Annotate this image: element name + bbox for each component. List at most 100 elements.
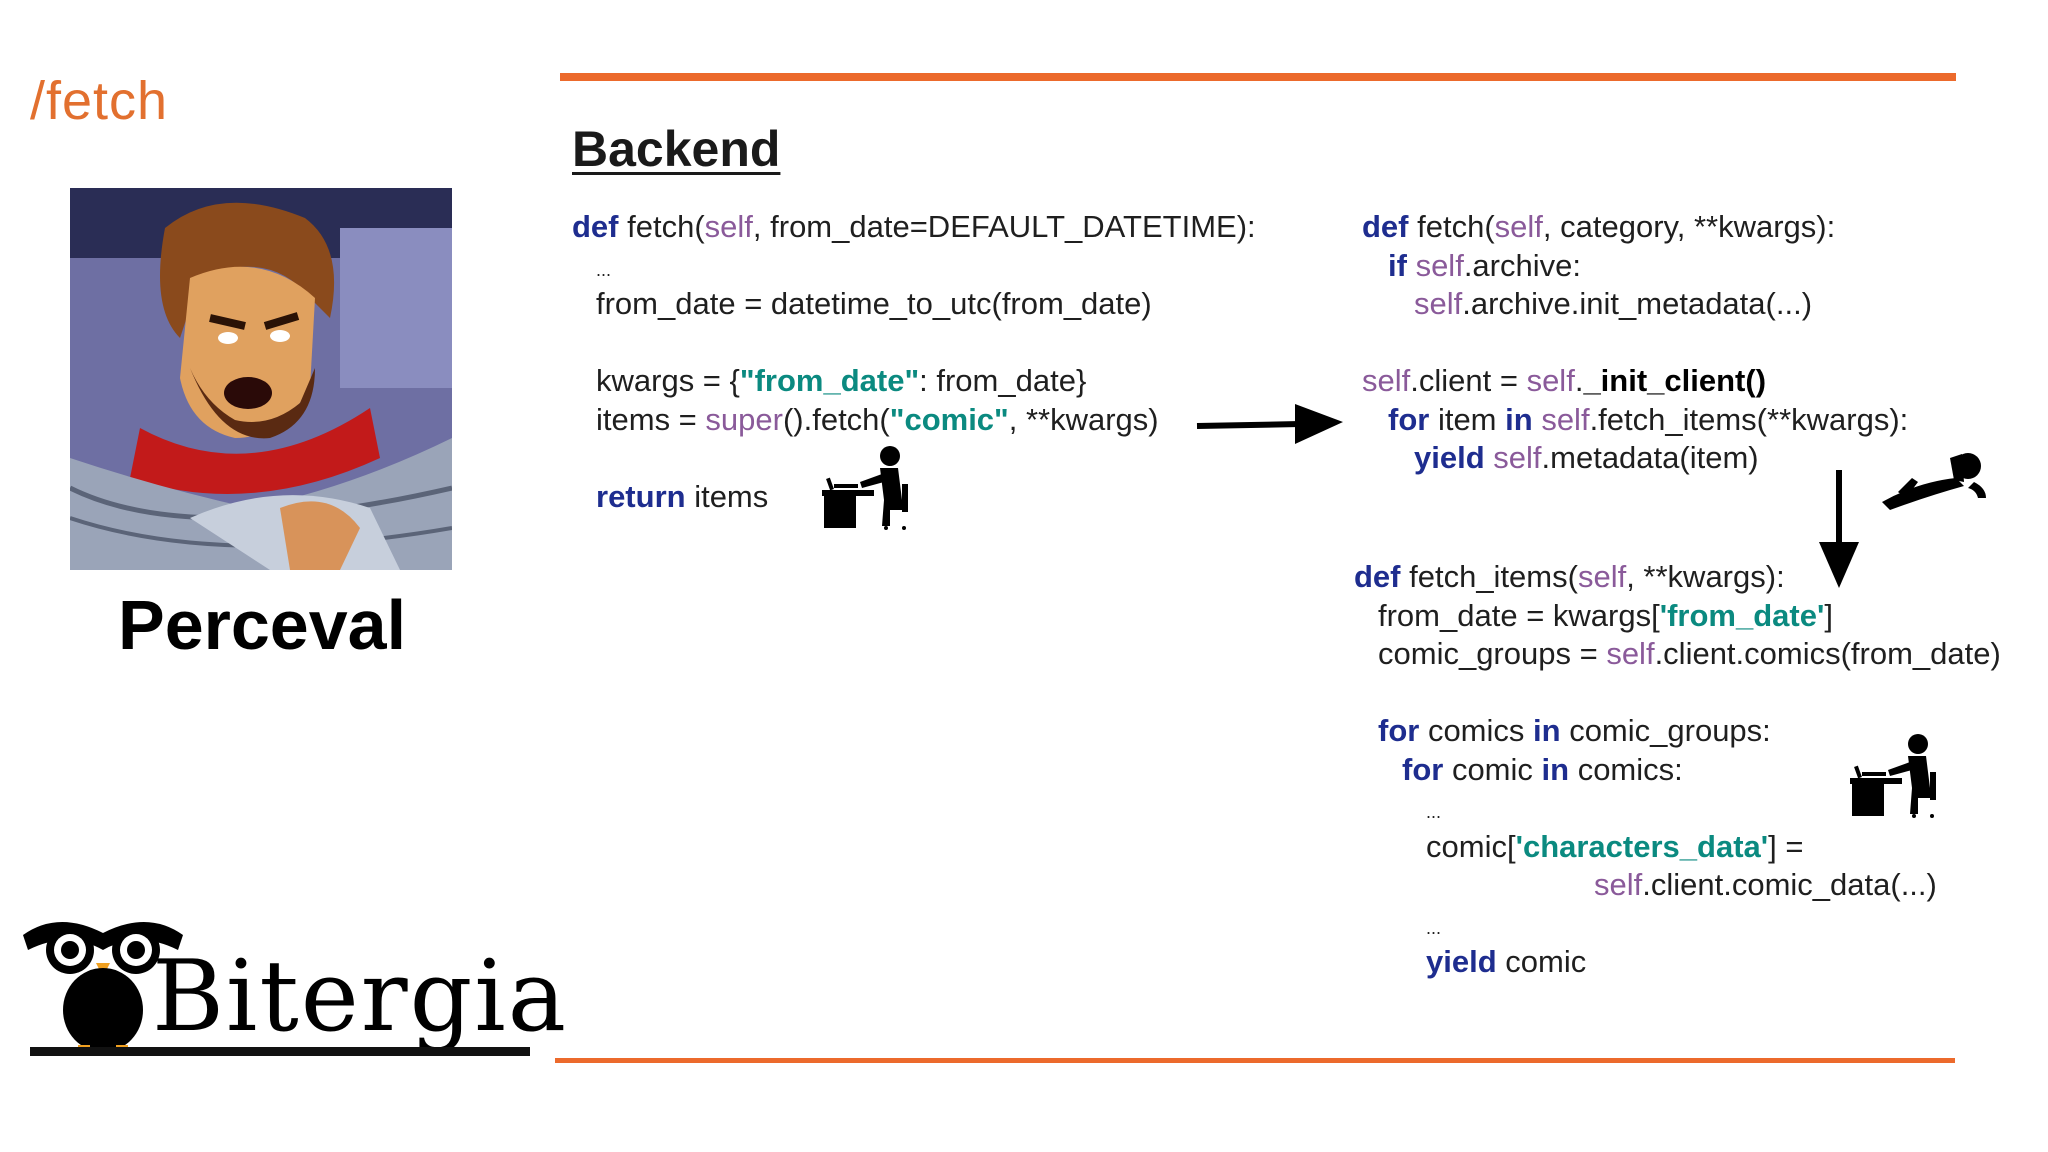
code-line bbox=[572, 324, 1256, 363]
code-token: .client = bbox=[1410, 363, 1527, 398]
code-token: if bbox=[1388, 247, 1407, 283]
route-title: /fetch bbox=[30, 71, 169, 131]
code-line bbox=[572, 439, 1256, 478]
arrow-down-icon bbox=[1816, 470, 1862, 595]
section-heading: Backend bbox=[572, 121, 781, 177]
code-line bbox=[1354, 674, 2001, 713]
code-token: comic bbox=[1443, 751, 1542, 787]
code-line: comic['characters_data'] = bbox=[1354, 828, 2001, 867]
code-token: in bbox=[1505, 401, 1533, 437]
code-token: ] = bbox=[1768, 828, 1804, 864]
code-line: self.archive.init_metadata(...) bbox=[1362, 285, 1908, 324]
code-token: for bbox=[1388, 401, 1430, 437]
code-token: for bbox=[1378, 713, 1420, 748]
code-token: return bbox=[596, 478, 686, 514]
code-token: 'characters_data' bbox=[1515, 828, 1769, 864]
code-token: ] bbox=[1824, 597, 1833, 633]
project-name: Perceval bbox=[118, 586, 407, 664]
code-token: super bbox=[705, 401, 783, 437]
code-block-fetch: def fetch(self, from_date=DEFAULT_DATETI… bbox=[572, 208, 1256, 516]
code-token: self bbox=[1594, 867, 1643, 902]
code-line: kwargs = {"from_date": from_date} bbox=[572, 362, 1256, 401]
code-token: ().fetch( bbox=[782, 401, 890, 437]
code-line: ... bbox=[572, 247, 1256, 286]
code-token: items bbox=[685, 478, 769, 514]
code-token: def bbox=[1354, 559, 1401, 594]
code-line: self.client = self._init_client() bbox=[1362, 362, 1908, 401]
code-token: self bbox=[1362, 363, 1411, 398]
code-line: for comic in comics: bbox=[1354, 751, 2001, 790]
code-token: , category, **kwargs): bbox=[1542, 209, 1836, 244]
code-token: yield bbox=[1426, 944, 1497, 979]
code-line: for item in self.fetch_items(**kwargs): bbox=[1362, 401, 1908, 440]
code-line: for comics in comic_groups: bbox=[1354, 712, 2001, 751]
code-line: ... bbox=[1354, 789, 2001, 828]
code-token: fetch( bbox=[1408, 209, 1495, 244]
code-token: ... bbox=[1426, 917, 1442, 938]
code-token: comic[ bbox=[1426, 828, 1516, 864]
code-token: in bbox=[1533, 713, 1561, 748]
code-token: : from_date} bbox=[919, 363, 1087, 398]
code-token: from_date = datetime_to_utc(from_date) bbox=[596, 286, 1152, 321]
code-token: . bbox=[1574, 363, 1584, 398]
code-line: yield comic bbox=[1354, 943, 2001, 982]
code-token: , from_date=DEFAULT_DATETIME): bbox=[752, 209, 1256, 244]
code-line: comic_groups = self.client.comics(from_d… bbox=[1354, 635, 2001, 674]
code-block-fetch-items: def fetch_items(self, **kwargs):from_dat… bbox=[1354, 558, 2001, 982]
code-token: self bbox=[1414, 286, 1463, 321]
code-token: comic bbox=[1496, 944, 1587, 979]
code-token: def bbox=[572, 209, 619, 244]
code-token: "from_date" bbox=[739, 363, 920, 398]
arrow-right-icon bbox=[1195, 400, 1345, 453]
code-line bbox=[1362, 324, 1908, 363]
code-token: 'from_date' bbox=[1659, 597, 1825, 633]
code-line: yield self.metadata(item) bbox=[1362, 439, 1908, 478]
person-lying-down-icon bbox=[1878, 452, 1990, 517]
code-token: .fetch_items(**kwargs): bbox=[1589, 401, 1909, 437]
code-token: fetch_items( bbox=[1400, 559, 1578, 594]
code-line: def fetch_items(self, **kwargs): bbox=[1354, 558, 2001, 597]
code-block-fetch-category: def fetch(self, category, **kwargs):if s… bbox=[1362, 208, 1908, 478]
code-token: comics bbox=[1419, 713, 1534, 748]
person-at-desk-icon bbox=[1848, 732, 1940, 823]
bottom-divider bbox=[555, 1058, 1955, 1063]
code-token: self bbox=[1606, 636, 1655, 671]
code-token: self bbox=[1494, 209, 1543, 244]
code-token: self bbox=[1577, 559, 1627, 594]
code-token: "comic" bbox=[889, 401, 1009, 437]
code-token: ... bbox=[596, 259, 612, 280]
code-token: comics: bbox=[1569, 751, 1683, 787]
code-token: for bbox=[1402, 751, 1444, 787]
logo-wordmark: Bitergia bbox=[152, 940, 569, 1054]
code-token: self bbox=[704, 209, 753, 244]
code-token: fetch( bbox=[618, 209, 705, 244]
top-divider bbox=[560, 73, 1956, 81]
code-token: .metadata(item) bbox=[1541, 440, 1759, 475]
code-token: .client.comic_data(...) bbox=[1642, 867, 1937, 902]
code-token: .client.comics(from_date) bbox=[1654, 636, 2001, 671]
code-token: in bbox=[1541, 751, 1570, 787]
character-illustration bbox=[70, 188, 452, 570]
code-token: .archive.init_metadata(...) bbox=[1462, 286, 1813, 321]
code-token: yield bbox=[1414, 440, 1485, 475]
code-line: from_date = datetime_to_utc(from_date) bbox=[572, 285, 1256, 324]
code-token: self bbox=[1541, 401, 1590, 437]
code-token: _init_client() bbox=[1583, 363, 1767, 398]
code-token: , **kwargs): bbox=[1626, 559, 1785, 594]
code-token: item bbox=[1429, 401, 1506, 437]
code-token: from_date = kwargs[ bbox=[1378, 597, 1660, 633]
code-line: self.client.comic_data(...) bbox=[1354, 866, 2001, 905]
code-token: def bbox=[1362, 209, 1409, 244]
code-token bbox=[1407, 248, 1416, 283]
code-line: items = super().fetch("comic", **kwargs) bbox=[572, 401, 1256, 440]
code-token: self bbox=[1415, 247, 1464, 283]
code-line: def fetch(self, from_date=DEFAULT_DATETI… bbox=[572, 208, 1256, 247]
code-token: , **kwargs) bbox=[1008, 401, 1159, 437]
code-line: ... bbox=[1354, 905, 2001, 944]
code-line: return items bbox=[572, 478, 1256, 517]
code-token bbox=[1485, 440, 1494, 475]
code-token: self bbox=[1493, 440, 1542, 475]
code-token: ... bbox=[1426, 802, 1442, 822]
code-token: .archive: bbox=[1463, 247, 1581, 283]
code-token: comic_groups: bbox=[1560, 713, 1771, 748]
